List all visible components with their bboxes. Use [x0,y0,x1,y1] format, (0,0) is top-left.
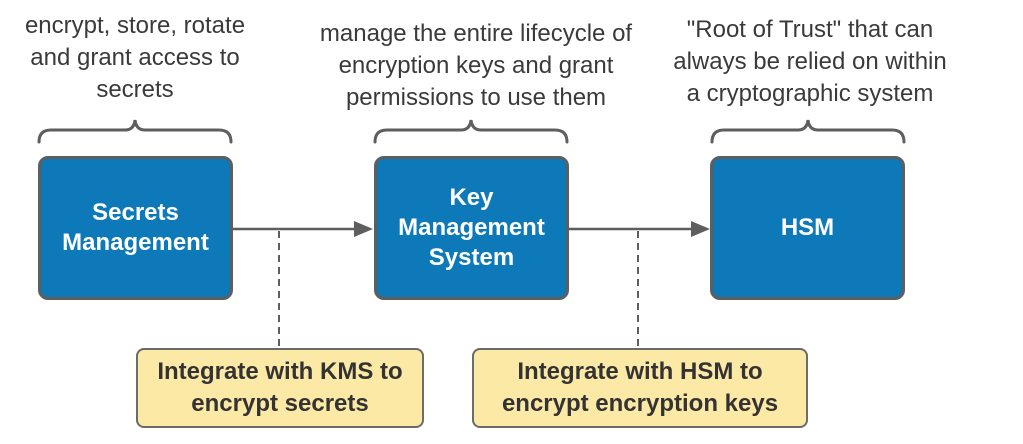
desc-line: a cryptographic system [686,80,934,107]
brace-secrets [37,119,233,144]
node-secrets-management: Secrets Management [38,156,233,300]
desc-line: permissions to use them [345,84,607,111]
desc-line: encrypt, store, rotate [24,12,246,39]
callout-integrate-kms: Integrate with KMS to encrypt secrets [136,348,424,428]
node-label: Management [398,214,545,241]
node-label: System [428,244,515,271]
node-label: HSM [780,214,835,241]
arrowhead-icon [354,221,373,237]
arrowhead-icon [691,221,710,237]
desc-line: "Root of Trust" that can [686,16,934,43]
callout-line: Integrate with KMS to [157,358,403,385]
desc-line: encryption keys and grant [338,52,614,79]
brace-kms [373,119,569,144]
callout-line: encrypt secrets [191,390,369,417]
kms-description: manage the entire lifecycle of encryptio… [291,18,661,114]
brace-hsm [710,119,906,144]
hsm-description: "Root of Trust" that can always be relie… [650,14,970,110]
desc-line: and grant access to [30,44,240,71]
secrets-description: encrypt, store, rotate and grant access … [0,10,270,106]
node-label: Management [62,229,209,256]
node-label: Key [449,184,494,211]
callout-integrate-hsm: Integrate with HSM to encrypt encryption… [472,348,808,428]
desc-line: manage the entire lifecycle of [319,20,633,47]
node-key-management-system: Key Management System [374,156,569,300]
callout-line: Integrate with HSM to [517,358,763,385]
callout-line: encrypt encryption keys [501,390,779,417]
desc-line: secrets [96,76,174,103]
desc-line: always be relied on within [673,48,947,75]
node-label: Secrets [92,199,179,226]
node-hsm: HSM [710,156,905,300]
